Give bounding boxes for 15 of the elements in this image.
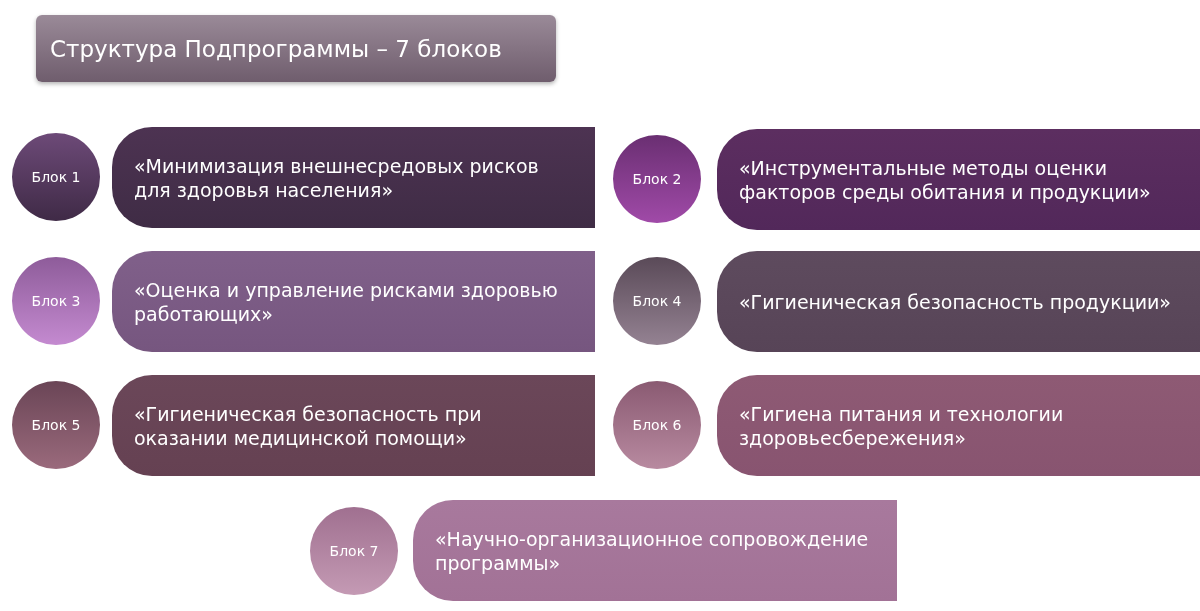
block-number-circle: Блок 5 <box>12 381 100 469</box>
block-title-band: «Гигиеническая безопасность при оказании медицинской помощи» <box>112 375 595 476</box>
block-number-circle: Блок 7 <box>310 507 398 595</box>
block-title-band: «Инструментальные методы оценки факторов среды обитания и продукции» <box>717 129 1200 230</box>
block-number-circle: Блок 2 <box>613 135 701 223</box>
block-number-circle: Блок 1 <box>12 133 100 221</box>
block-number-circle: Блок 6 <box>613 381 701 469</box>
block-title-band: «Оценка и управление рисками здоровью работающих» <box>112 251 595 352</box>
title-banner: Структура Подпрограммы – 7 блоков <box>36 15 556 82</box>
block-title-band: «Минимизация внешнесредовых рисков для здоровья населения» <box>112 127 595 228</box>
block-number-circle: Блок 4 <box>613 257 701 345</box>
block-title-band: «Гигиена питания и технологии здоровьесбережения» <box>717 375 1200 476</box>
block-title-band: «Научно-организационное сопровождение программы» <box>413 500 897 601</box>
block-title-band: «Гигиеническая безопасность продукции» <box>717 251 1200 352</box>
block-number-circle: Блок 3 <box>12 257 100 345</box>
